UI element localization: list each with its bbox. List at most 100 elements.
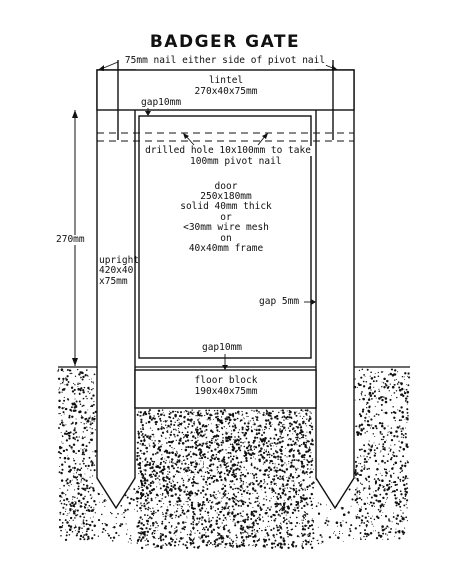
soil-speck xyxy=(364,419,366,422)
soil-speck xyxy=(364,432,366,434)
soil-speck xyxy=(263,486,267,489)
soil-speck xyxy=(217,480,219,482)
soil-speck xyxy=(368,424,371,427)
soil-speck xyxy=(194,532,196,534)
soil-speck xyxy=(232,476,235,478)
soil-speck xyxy=(137,488,139,490)
soil-speck xyxy=(258,538,260,540)
soil-speck xyxy=(93,469,96,472)
soil-speck xyxy=(207,528,209,530)
soil-speck xyxy=(92,516,94,518)
soil-speck xyxy=(205,526,208,529)
soil-speck xyxy=(379,451,381,453)
soil-speck xyxy=(199,508,201,510)
soil-speck xyxy=(368,448,370,450)
soil-speck xyxy=(345,521,348,524)
soil-speck xyxy=(144,507,147,510)
soil-speck xyxy=(169,426,171,428)
soil-speck xyxy=(406,408,409,411)
soil-speck xyxy=(59,511,62,514)
soil-speck xyxy=(167,431,169,434)
soil-speck xyxy=(136,414,139,416)
soil-speck xyxy=(354,468,357,471)
soil-speck xyxy=(368,391,372,395)
soil-speck xyxy=(217,526,220,529)
soil-speck xyxy=(68,485,70,487)
soil-speck xyxy=(374,435,376,438)
soil-speck xyxy=(304,409,307,412)
soil-speck xyxy=(82,522,85,525)
soil-speck xyxy=(254,535,257,538)
soil-speck xyxy=(192,526,195,528)
soil-speck xyxy=(193,519,196,521)
soil-speck xyxy=(382,539,384,541)
soil-speck xyxy=(367,443,370,446)
soil-speck xyxy=(380,515,382,517)
soil-speck xyxy=(258,411,260,413)
soil-speck xyxy=(62,411,65,414)
soil-speck xyxy=(381,527,383,529)
soil-speck xyxy=(389,430,390,432)
soil-speck xyxy=(182,481,184,483)
soil-speck xyxy=(150,510,152,513)
soil-speck xyxy=(83,525,85,527)
soil-speck xyxy=(93,421,95,423)
soil-speck xyxy=(266,410,269,413)
soil-speck xyxy=(328,536,332,539)
soil-speck xyxy=(262,438,265,441)
soil-speck xyxy=(279,428,281,430)
soil-speck xyxy=(66,369,69,371)
soil-speck xyxy=(298,452,301,455)
soil-speck xyxy=(279,456,282,459)
soil-speck xyxy=(61,421,64,424)
soil-speck xyxy=(404,487,407,491)
soil-speck xyxy=(310,452,312,454)
soil-speck xyxy=(253,410,255,412)
soil-speck xyxy=(387,538,389,541)
soil-speck xyxy=(252,417,254,419)
floor-name-label: floor block xyxy=(194,375,258,386)
soil-speck xyxy=(201,435,204,438)
soil-speck xyxy=(256,476,258,479)
soil-speck xyxy=(358,398,361,401)
soil-speck xyxy=(174,428,176,430)
soil-speck xyxy=(188,494,192,497)
soil-speck xyxy=(92,489,95,492)
soil-speck xyxy=(159,483,161,485)
soil-speck xyxy=(251,529,254,532)
soil-speck xyxy=(301,488,304,491)
soil-speck xyxy=(233,508,235,511)
soil-speck xyxy=(101,513,103,516)
soil-speck xyxy=(294,507,296,509)
soil-speck xyxy=(184,489,186,491)
soil-speck xyxy=(363,374,365,376)
soil-speck xyxy=(229,480,232,483)
soil-speck xyxy=(309,432,312,434)
soil-speck xyxy=(180,472,182,474)
soil-speck xyxy=(84,504,87,506)
soil-speck xyxy=(233,439,234,441)
soil-speck xyxy=(290,528,293,531)
soil-speck xyxy=(392,454,394,456)
soil-speck xyxy=(299,495,302,499)
soil-speck xyxy=(228,413,230,415)
soil-speck xyxy=(80,415,82,417)
soil-speck xyxy=(179,494,181,497)
soil-speck xyxy=(58,427,60,429)
soil-speck xyxy=(271,415,273,417)
soil-speck xyxy=(306,450,309,453)
soil-speck xyxy=(258,454,260,456)
soil-speck xyxy=(199,448,202,452)
soil-speck xyxy=(247,533,249,535)
soil-speck xyxy=(380,371,383,373)
soil-speck xyxy=(288,413,291,416)
soil-speck xyxy=(275,450,277,452)
soil-speck xyxy=(167,486,170,489)
soil-speck xyxy=(205,532,207,534)
soil-speck xyxy=(192,461,195,463)
soil-speck xyxy=(272,527,275,530)
soil-speck xyxy=(91,427,93,430)
soil-speck xyxy=(66,514,68,517)
soil-speck xyxy=(164,458,166,460)
soil-speck xyxy=(97,535,100,537)
